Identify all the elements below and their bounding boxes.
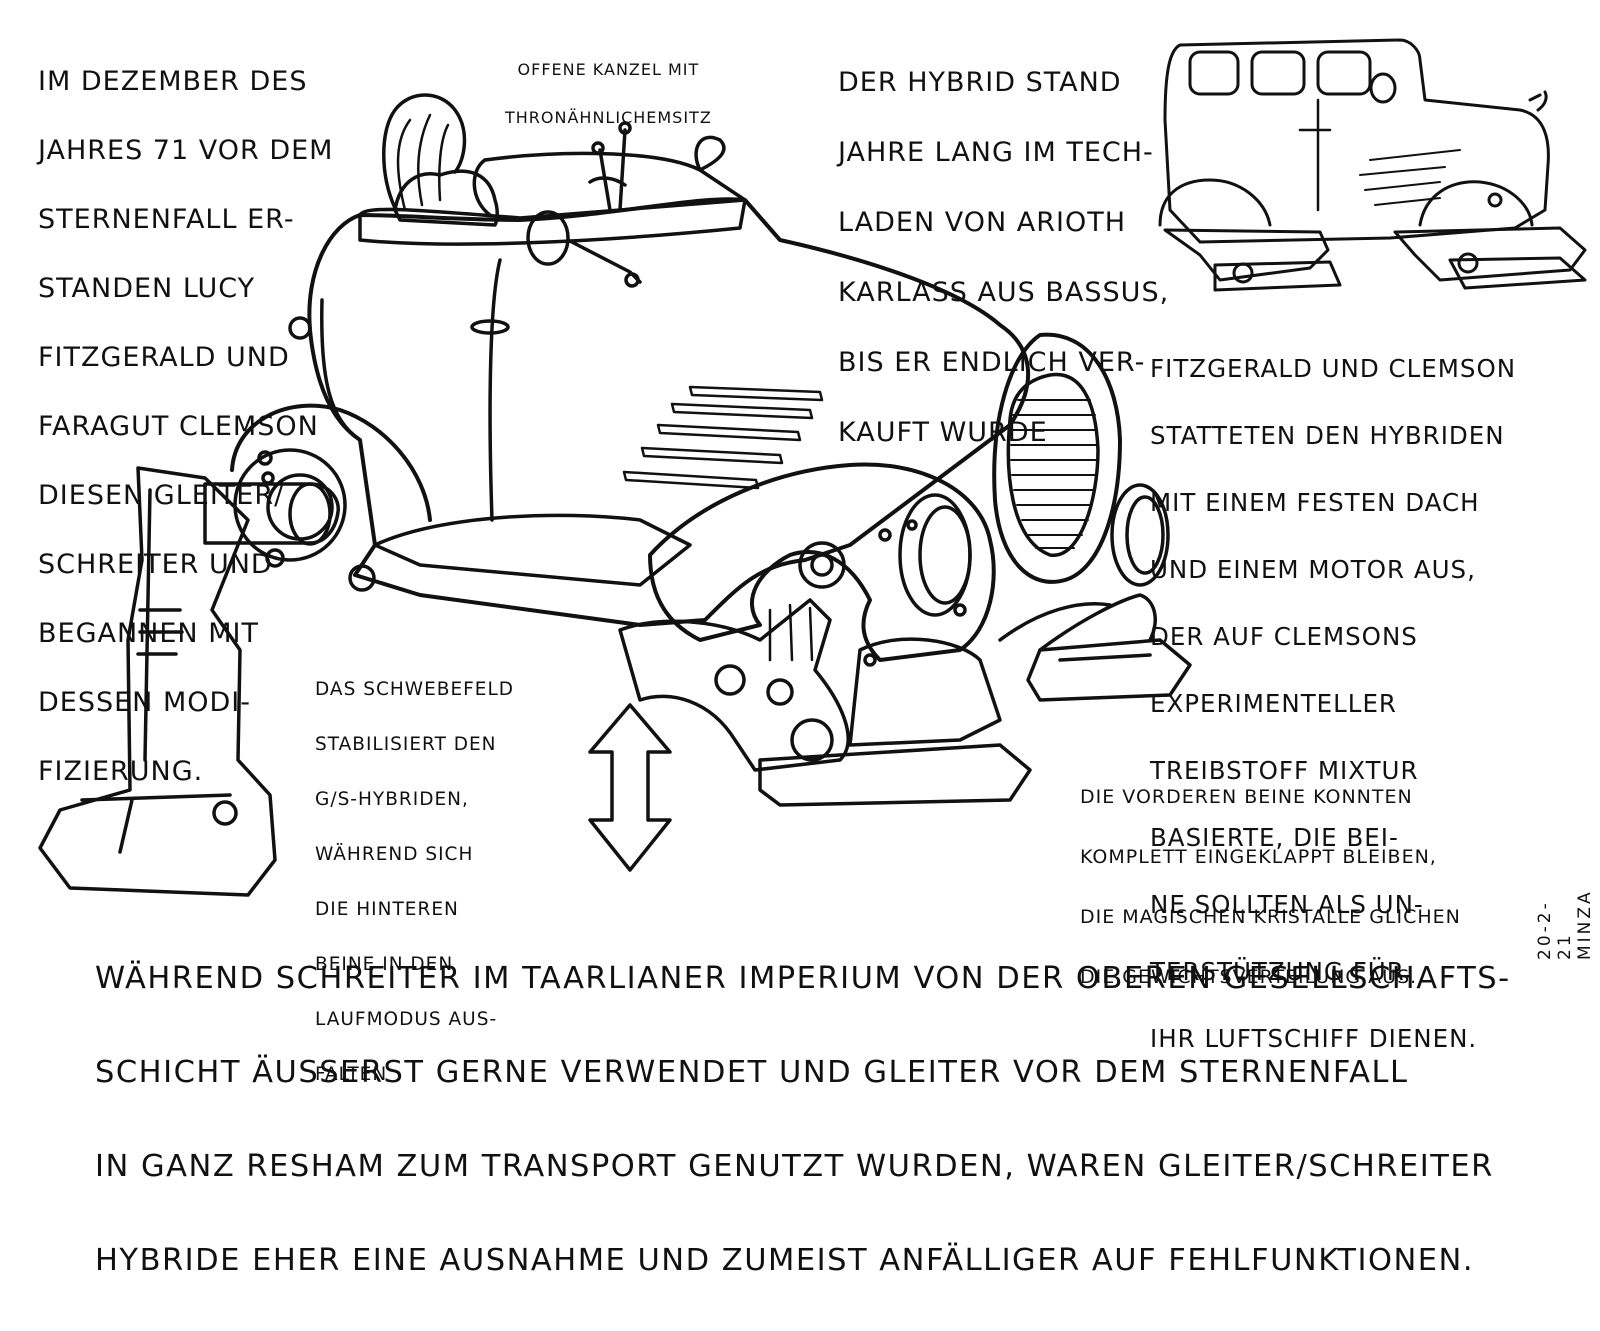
side-mirror (526, 210, 570, 266)
note-line: SCHREITER UND (38, 548, 273, 580)
note-line: WÄHREND SICH (315, 843, 474, 865)
note-line: DAS SCHWEBEFELD (315, 678, 515, 700)
note-line: DIE HINTEREN (315, 898, 459, 920)
note-line: BEINE IN DEN (315, 953, 454, 975)
note-line: DIE GEWICHTSVERTEILUNG AUS. (1080, 966, 1418, 988)
body-louvers (622, 385, 824, 490)
note-line: FITZGERALD UND CLEMSON (1150, 353, 1517, 383)
note-line: DESSEN MODI- (38, 686, 252, 718)
front-grille (1006, 372, 1100, 557)
throne-seat (393, 169, 499, 227)
running-board (373, 513, 692, 587)
rear-left-leg (38, 466, 277, 897)
note-bottom-summary: WÄHREND SCHREITER IM TAARLIANER IMPERIUM… (95, 908, 1511, 1331)
right-headlight (1110, 483, 1170, 587)
rear-hub (233, 448, 347, 562)
note-line: KAUFT WURDE (838, 417, 1048, 448)
hybrid-sedan-sketch (1158, 38, 1587, 292)
note-line: IHR LUFTSCHIFF DIENEN. (1150, 1023, 1478, 1053)
note-line: DIE MAGISCHEN KRISTALLE GLICHEN (1080, 906, 1461, 928)
note-line: DER HYBRID STAND (838, 67, 1122, 98)
note-line: KARLASS AUS BASSUS, (838, 277, 1170, 308)
sedan-body (1163, 38, 1550, 244)
note-line: G/S-HYBRIDEN, (315, 788, 469, 810)
note-line: FITZGERALD UND (38, 341, 290, 373)
hybrid-vehicle-main (38, 93, 1192, 897)
rear-left-leg-bolt (212, 800, 238, 826)
steering-controls (588, 128, 627, 212)
note-line: UND EINEM MOTOR AUS, (1150, 554, 1476, 584)
note-front-legs: DIE VORDEREN BEINE KONNTEN KOMPLETT EING… (1080, 752, 1461, 1022)
note-line: OFFENE KANZEL MIT (517, 60, 700, 79)
note-shop: DER HYBRID STAND JAHRE LANG IM TECH- LAD… (838, 30, 1169, 485)
front-right-leg (758, 743, 1032, 807)
note-line: EXPERIMENTELLER (1150, 688, 1397, 718)
note-line: BEGANNEN MIT (38, 617, 259, 649)
note-line: NE SOLLTEN ALS UN- (1150, 889, 1424, 919)
note-line: LAUFMODUS AUS- (315, 1008, 498, 1030)
note-line: TREIBSTOFF MIXTUR (1150, 755, 1419, 785)
sedan-window-2 (1250, 50, 1306, 96)
door-handle (470, 319, 510, 335)
front-left-leg (618, 598, 850, 772)
hover-arrow (588, 703, 672, 872)
note-line: FALTEN (315, 1063, 388, 1085)
note-line: DIESEN GLEITER/ (38, 479, 285, 511)
note-line: MIT EINEM FESTEN DACH (1150, 487, 1480, 517)
front-fender (648, 462, 996, 662)
note-line: BASIERTE, DIE BEI- (1150, 822, 1399, 852)
rear-wheel-fender (230, 403, 432, 522)
front-right-foot (1026, 638, 1192, 702)
note-line: IN GANZ RESHAM ZUM TRANSPORT GENUTZT WUR… (95, 1149, 1494, 1184)
note-line: DIE VORDEREN BEINE KONNTEN (1080, 786, 1413, 808)
note-line: WÄHREND SCHREITER IM TAARLIANER IMPERIUM… (95, 961, 1511, 996)
sedan-front-foot (1393, 226, 1587, 282)
note-line: STERNENFALL ER- (38, 203, 295, 235)
rear-left-leg-foot (80, 793, 232, 854)
note-line: STABILISIERT DEN (315, 733, 497, 755)
note-line: TERSTÜTZUNG FÜR (1150, 956, 1405, 986)
note-line: DER AUF CLEMSONS (1150, 621, 1418, 651)
note-line: FARAGUT CLEMSON (38, 410, 319, 442)
sketch-drawing (38, 38, 1587, 897)
note-line: BIS ER ENDLICH VER- (838, 347, 1146, 378)
note-canopy: OFFENE KANZEL MIT THRONÄHNLICHEMSITZ (505, 34, 712, 154)
front-grille-housing (992, 332, 1122, 584)
sedan-window-3 (1316, 50, 1372, 96)
note-line: FIZIERUNG. (38, 755, 204, 787)
note-line: SCHICHT ÄUSSERST GERNE VERWENDET UND GLE… (95, 1055, 1409, 1090)
note-line: STANDEN LUCY (38, 272, 256, 304)
sedan-rear-foot (1163, 228, 1330, 282)
note-line: JAHRES 71 VOR DEM (38, 134, 334, 166)
note-line: STATTETEN DEN HYBRIDEN (1150, 420, 1505, 450)
note-roof-motor: FITZGERALD UND CLEMSON STATTETEN DEN HYB… (1150, 318, 1516, 1089)
note-line: KOMPLETT EINGEKLAPPT BLEIBEN, (1080, 846, 1437, 868)
note-hover-field: DAS SCHWEBEFELD STABILISIERT DEN G/S-HYB… (315, 648, 514, 1116)
sedan-window-1 (1188, 50, 1240, 96)
note-line: HYBRIDE EHER EINE AUSNAHME UND ZUMEIST A… (95, 1243, 1475, 1278)
note-line: IM DEZEMBER DES (38, 65, 308, 97)
note-line: THRONÄHNLICHEMSITZ (505, 108, 712, 127)
note-intro: IM DEZEMBER DES JAHRES 71 VOR DEM STERNE… (38, 30, 333, 824)
artist-signature: 20-2-21 MINZA (1535, 889, 1595, 960)
note-line: JAHRE LANG IM TECH- (838, 137, 1154, 168)
note-line: LADEN VON ARIOTH (838, 207, 1127, 238)
